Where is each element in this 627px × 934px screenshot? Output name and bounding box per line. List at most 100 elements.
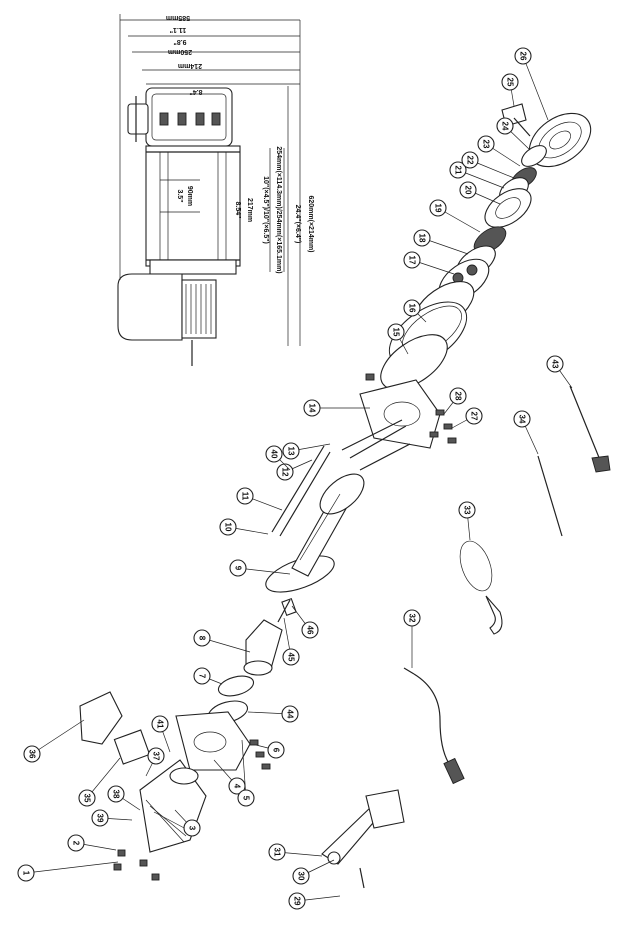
callout-29: 29 — [288, 892, 341, 910]
part-cable — [403, 667, 465, 785]
callout-43: 43 — [546, 355, 573, 389]
callout-circle-26 — [514, 47, 532, 65]
callout-12: 12 — [276, 459, 313, 481]
part-solenoid — [113, 729, 151, 765]
callout-13: 13 — [282, 442, 331, 460]
callout-circle-8 — [193, 629, 211, 647]
callout-circle-33 — [458, 501, 476, 519]
callout-circle-6 — [267, 741, 285, 759]
callout-circle-24 — [496, 117, 514, 135]
callout-8: 8 — [193, 629, 251, 653]
callout-circle-29 — [288, 892, 306, 910]
part-end-bearing — [359, 379, 441, 449]
callout-number-24: 24 — [501, 122, 510, 131]
callout-34: 34 — [513, 410, 539, 455]
dim-d3-in: 8.4" — [189, 88, 202, 95]
callout-16: 16 — [403, 299, 427, 323]
callout-37: 37 — [145, 747, 165, 777]
callout-2: 2 — [67, 834, 117, 852]
callout-11: 11 — [236, 487, 283, 511]
callout-circle-40 — [265, 445, 283, 463]
callout-circle-9 — [229, 559, 247, 577]
callout-21: 21 — [449, 161, 505, 189]
callout-leader-35 — [86, 757, 121, 799]
callout-number-45: 45 — [287, 653, 296, 662]
callout-number-10: 10 — [224, 523, 233, 532]
part-solenoid-cover — [79, 691, 123, 745]
callout-14: 14 — [303, 399, 370, 417]
callout-leader-26 — [522, 55, 549, 121]
callout-circle-15 — [387, 323, 405, 341]
callout-number-27: 27 — [470, 412, 479, 421]
callout-number-28: 28 — [454, 392, 463, 401]
callout-number-5: 5 — [242, 796, 251, 801]
callout-44: 44 — [247, 705, 299, 723]
callout-number-11: 11 — [241, 492, 250, 501]
callout-28: 28 — [443, 387, 467, 415]
dimension-labels: 585mm 11.1" 9.8" 250mm 214mm 8.4" 8.54" … — [166, 14, 314, 274]
callout-23: 23 — [477, 135, 521, 167]
callout-38: 38 — [107, 785, 141, 811]
callout-number-31: 31 — [273, 848, 282, 857]
callout-number-20: 20 — [464, 186, 473, 195]
assembly-end-housing — [127, 87, 233, 147]
assembly-motor — [117, 273, 217, 366]
callout-number-4: 4 — [233, 784, 242, 789]
callout-circle-39 — [91, 809, 109, 827]
callout-circle-17 — [403, 251, 421, 269]
callout-19: 19 — [429, 199, 481, 233]
callout-5: 5 — [237, 739, 255, 807]
callout-circle-11 — [236, 487, 254, 505]
dimension-lines — [119, 14, 301, 346]
callout-41: 41 — [151, 715, 171, 753]
part-roller-fairlead — [321, 789, 405, 889]
part-bolt-4-upper — [365, 373, 375, 381]
callout-40: 40 — [265, 445, 291, 471]
callout-circle-45 — [282, 648, 300, 666]
dim-h1-in: 8.54" — [234, 202, 241, 219]
callout-number-2: 2 — [72, 841, 81, 846]
part-tie-rods — [271, 419, 411, 537]
callout-7: 7 — [193, 667, 223, 685]
callout-circle-32 — [403, 609, 421, 627]
callout-9: 9 — [229, 559, 291, 577]
callout-30: 30 — [292, 859, 335, 885]
callout-number-29: 29 — [293, 897, 302, 906]
callout-35: 35 — [78, 757, 121, 807]
dim-total-mm: 620mm(×214mm) — [307, 195, 314, 252]
callout-36: 36 — [23, 719, 85, 763]
part-pin — [537, 455, 563, 537]
dim-d1-mm: 250mm — [168, 48, 192, 55]
callout-number-13: 13 — [287, 447, 296, 456]
callout-circle-19 — [429, 199, 447, 217]
callout-45: 45 — [282, 617, 300, 666]
callout-number-34: 34 — [518, 415, 527, 424]
callout-circle-5 — [237, 789, 255, 807]
part-wrench — [569, 385, 611, 473]
dim-h2-mm: 90mm — [186, 186, 193, 206]
callout-number-46: 46 — [306, 626, 315, 635]
callout-number-22: 22 — [466, 156, 475, 165]
callout-number-12: 12 — [281, 468, 290, 477]
callout-circle-14 — [303, 399, 321, 417]
callout-circle-18 — [413, 229, 431, 247]
callout-circle-16 — [403, 299, 421, 317]
callout-number-40: 40 — [270, 450, 279, 459]
callout-leader-1 — [25, 861, 119, 874]
callout-circle-31 — [268, 843, 286, 861]
callout-39: 39 — [91, 809, 133, 827]
dim-overall-in: 11.1" — [170, 26, 187, 33]
dim-overall-mm: 585mm — [166, 14, 190, 21]
part-motor-end-plate — [175, 711, 271, 771]
callout-circle-12 — [276, 463, 294, 481]
dim-drum-mm: 254mm(×114.3mm)/254mm(×165.1mm) — [275, 146, 282, 273]
dim-h1-mm: 217mm — [246, 198, 253, 222]
callout-number-38: 38 — [112, 790, 121, 799]
callout-number-39: 39 — [96, 814, 105, 823]
part-bolts-27-28 — [429, 409, 457, 444]
callout-circle-10 — [219, 518, 237, 536]
callout-circle-37 — [147, 747, 165, 765]
callout-17: 17 — [403, 251, 455, 275]
callout-25: 25 — [501, 73, 519, 107]
